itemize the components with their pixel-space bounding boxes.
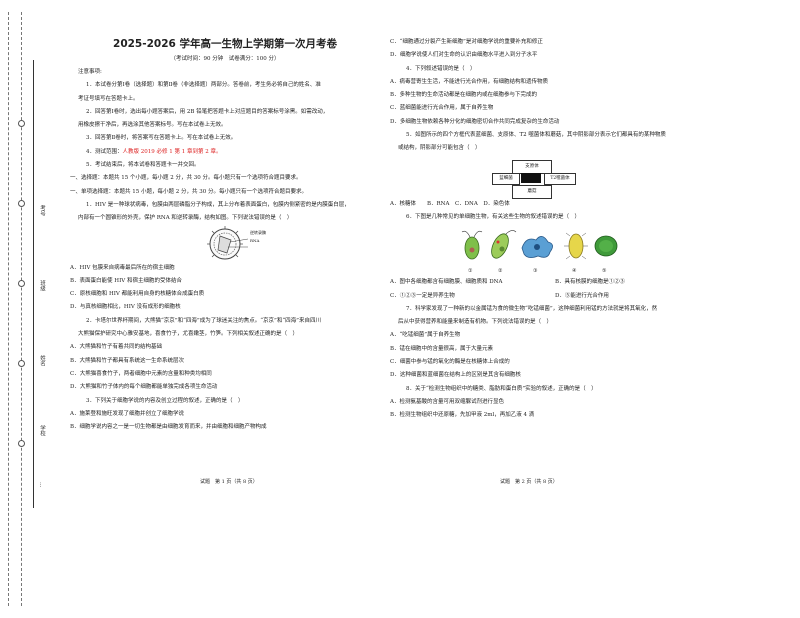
question-2-option: C．大熊猫喜食竹子，两者细胞中元素的含量和种类均相同 (70, 370, 212, 377)
question-1-option: B．表面蛋白能使 HIV 和宿主细胞的受体结合 (70, 277, 182, 284)
question-6-option: C．①②③一定是异养生物 (390, 292, 455, 299)
question-4-option: B．多种生物的生命活动都是在细胞内或在细胞参与下完成的 (390, 92, 538, 99)
question-2-option: A．大熊猫和竹子有着共同的结构基础 (70, 344, 162, 351)
question-1-option: A．HIV 包膜来自病毒最后所在的宿主细胞 (70, 264, 175, 271)
shaded-overlap (521, 172, 541, 183)
question-1-option: C．原核细胞和 HIV 都能利用自身的核糖体合成蛋白质 (70, 291, 205, 298)
notice-line: 1．本试卷分第Ⅰ卷（选择题）和第Ⅱ卷（非选择题）两部分。答卷前，考生务必将自己的… (86, 82, 321, 89)
organism-number-5: ⑤ (602, 268, 607, 275)
question-3-line: 3．下列关于细胞学说的内容及创立过程的叙述，正确的是（ ） (86, 397, 244, 404)
box-cyanobacteria: 蓝细菌 (492, 172, 520, 185)
notice-range-prefix: 4．测试范围： (86, 148, 123, 155)
question-8-line: 8．关于“检测生物组织中的糖类、脂肪和蛋白质”实验的叙述，正确的是（ ） (406, 385, 597, 392)
notice-line: 3．回答第Ⅱ卷时，将答案写在答题卡上。写在本试卷上无效。 (86, 135, 237, 142)
notice-heading: 注意事项: (78, 69, 102, 75)
organism-number-1: ① (468, 268, 473, 275)
notice-range-value: 人教版 2019 必修 1 第 1 章到第 2 章。 (122, 148, 222, 155)
box-mycoplasma: 支原体 (512, 159, 552, 174)
section-heading: 一、选择题：本题共 15 个小题，每小题 2 分，共 30 分。每小题只有一个选… (70, 175, 302, 182)
question-4-line: 4．下列叙述错误的是（ ） (406, 65, 476, 72)
venn-box-figure: 支原体 蓝细菌 T2噬菌体 蘑菇 (390, 156, 720, 199)
binding-label-name: 姓名 (39, 355, 45, 366)
question-6-line: 6．下图是几种常见的单细胞生物，有关这些生物的叙述错误的是（ ） (406, 213, 581, 220)
binding-hole (18, 200, 25, 207)
question-3-option: D．细胞学说使人们对生命的认识由细胞水平进入到分子水平 (390, 52, 538, 59)
notice-line: 考证号填写在答题卡上。 (78, 95, 139, 102)
binding-label-ellipsis: … (38, 482, 44, 488)
question-1-option: D．与真核细胞相比，HIV 没有成形的细胞核 (70, 304, 181, 311)
single-cell-organisms-figure: ① ② ③ ④ ⑤ (390, 224, 720, 276)
page-footer-left: 试题 第 1 页（共 8 页） (200, 479, 258, 485)
question-2-line: 2．卡塔尔世界杯期间，大熊猫“京京”和“四海”成为了球迷关注的焦点。“京京”和“… (86, 317, 321, 324)
dashed-cut-line-inner (21, 12, 22, 606)
question-7-line: 后从中获得营养和能量来制造有机物。下列说法错误的是（ ） (398, 319, 553, 326)
question-6-option-row: C．①②③一定是异养生物 D．⑤能进行光合作用 (390, 290, 720, 303)
question-1-line: 内部有一个圆锥形的外壳，保护 RNA 和逆转录酶，结构如图。下列说法错误的是（ … (78, 215, 293, 222)
hiv-virus-figure: 逆转录酶 RNA (70, 225, 380, 262)
question-4-option: C．蓝细菌能进行光合作用，属于自养生物 (390, 105, 494, 112)
organism-number-2: ② (498, 268, 503, 275)
exam-title: 2025-2026 学年高一生物上学期第一次月考卷 (113, 38, 337, 50)
question-7-option: D．这种细菌和蓝细菌在结构上的区别是其含有细胞核 (390, 372, 521, 379)
organism-number-3: ③ (533, 268, 538, 275)
right-column: C．“细胞通过分裂产生新细胞”是对细胞学说的重要补充和修正 D．细胞学说使人们对… (390, 36, 720, 423)
question-6-option: D．⑤能进行光合作用 (555, 292, 609, 299)
notice-line: 5．考试结束后，将本试卷和答题卡一并交回。 (86, 162, 200, 169)
question-1-line: 1．HIV 是一种球状病毒，包膜由两层磷脂分子构成，其上分布着表面蛋白，包膜内侧… (86, 201, 350, 208)
binding-label-exam-number: 考号 (39, 205, 45, 216)
question-4-option: A．病毒营寄生生活，不能进行光合作用，有细胞结构和遗传物质 (390, 78, 548, 85)
question-5-line: 5．如图所示的四个方框代表蓝细菌、支原体、T2 噬菌体和蘑菇，其中阴影部分表示它… (406, 132, 666, 139)
page-footer-right: 试题 第 2 页（共 8 页） (500, 479, 558, 485)
question-7-option: C．细菌中参与锰的氧化的酶是在核糖体上合成的 (390, 359, 510, 366)
box-mushroom: 蘑菇 (512, 184, 552, 199)
organism-number-4: ④ (572, 268, 577, 275)
section-heading: 一、单项选择题：本题共 15 小题，每小题 2 分，共 30 分。每小题只有一个… (70, 188, 307, 195)
question-3-option: A．施莱登和施旺发现了细胞并创立了细胞学说 (70, 410, 184, 417)
question-6-option: A．图中各细胞都含有细胞膜、细胞质和 DNA (390, 279, 503, 286)
exam-subtitle: （考试时间：90 分钟 试卷满分：100 分） (170, 56, 280, 62)
question-5-options: A．核糖体 B．RNA C．DNA D．染色体 (390, 200, 510, 207)
question-3-option: B．细胞学说内容之一是一切生物都是由细胞发育而来，并由细胞和细胞产物构成 (70, 424, 267, 431)
binding-hole (18, 360, 25, 367)
question-7-option: B．锰在细胞中的含量很高，属于大量元素 (390, 345, 494, 352)
hiv-virus-diagram (207, 225, 249, 260)
question-2-option: D．大熊猫和竹子体内的每个细胞都能单独完成各项生命活动 (70, 384, 218, 391)
binding-hole (18, 120, 25, 127)
binding-hole (18, 280, 25, 287)
question-3-option: C．“细胞通过分裂产生新细胞”是对细胞学说的重要补充和修正 (390, 39, 543, 45)
question-6-option-row: A．图中各细胞都含有细胞膜、细胞质和 DNA B．具有核膜的细胞是①②③ (390, 276, 720, 289)
binding-hole (18, 440, 25, 447)
notice-line: 2．回答第Ⅰ卷时，选出每小题答案后，用 2B 铅笔把答题卡上对应题目的答案标号涂… (86, 108, 329, 115)
binding-label-school: 学校 (39, 425, 45, 436)
question-2-option: B．大熊猫和竹子都具有系统这一生命系统层次 (70, 357, 185, 364)
question-6-option: B．具有核膜的细胞是①②③ (555, 279, 626, 286)
question-7-line: 7．科学家发现了一种新的以金属锰为食的微生物“吃锰细菌”，这种细菌利用锰的方法就… (406, 305, 658, 312)
organisms-illustration (461, 230, 618, 260)
question-8-option: B．检测生物组织中还原糖，先加甲液 2ml，再加乙液 4 滴 (390, 412, 535, 419)
virus-label-rna: RNA (250, 237, 260, 243)
box-t2-phage: T2噬菌体 (544, 172, 576, 185)
binding-fill-line (33, 60, 34, 508)
notice-line: 用橡皮擦干净后，再选涂其他答案标号。写在本试卷上无效。 (78, 122, 227, 129)
question-4-option: D．多细胞生物依赖各种分化的细胞密切合作共同完成复杂的生命活动 (390, 118, 560, 125)
question-7-option: A．“吃锰细菌”属于自养生物 (390, 332, 461, 339)
virus-label-reverse-transcriptase: 逆转录酶 (250, 229, 266, 235)
binding-strip: 考号 班级 姓名 学校 … (0, 0, 60, 618)
question-8-option: A．检测氨基酸的含量可用双缩脲试剂进行显色 (390, 398, 504, 405)
left-column: 2025-2026 学年高一生物上学期第一次月考卷 （考试时间：90 分钟 试卷… (70, 30, 380, 434)
question-5-line: 或结构，阴影部分可能包含（ ） (398, 145, 481, 152)
question-2-line: 大熊猫保护研究中心雅安基地，喜食竹子，尤喜嫩茎，竹笋。下列相关叙述正确的是（ ） (78, 331, 299, 338)
dashed-cut-line-outer (8, 12, 9, 606)
notice-line-range: 4．测试范围：人教版 2019 必修 1 第 1 章到第 2 章。 (70, 146, 380, 159)
binding-label-class: 班级 (39, 280, 45, 291)
